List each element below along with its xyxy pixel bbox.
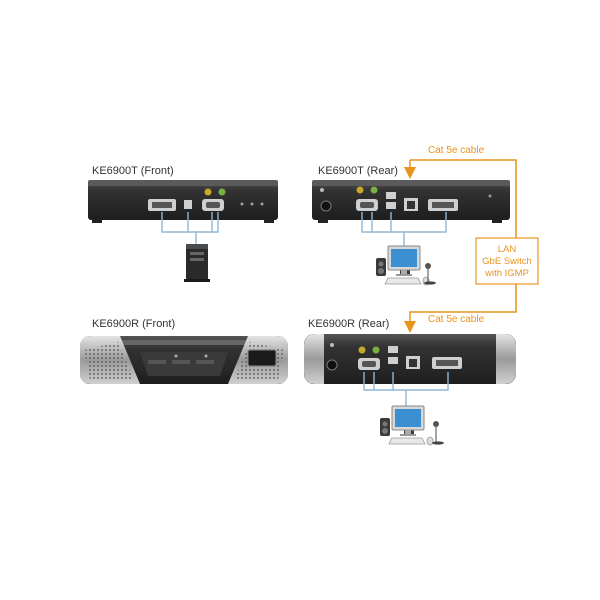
microphone-icon [424,263,436,285]
keyboard-icon [384,277,422,285]
label-ke6900r-rear: KE6900R (Rear) [308,318,389,330]
cable-label-bottom: Cat 5e cable [428,314,485,325]
tx-peripherals [376,245,436,286]
mouse-icon [426,436,434,446]
monitor-icon [391,405,425,436]
label-ke6900t-rear: KE6900T (Rear) [318,165,398,177]
ke6900t-rear-wiring [361,212,447,246]
keyboard-icon [388,437,426,445]
ke6900r-front-unit [80,336,288,384]
switch-line-1: LAN [498,244,517,255]
microphone-icon [432,421,444,445]
rx-peripherals [380,405,444,446]
ke6900t-rear-unit [312,180,510,223]
cable-label-top: Cat 5e cable [428,145,485,156]
ke6900t-front-wiring [161,212,219,244]
ke6900r-rear-wiring [363,372,449,406]
network-cable [404,159,517,333]
label-ke6900r-front: KE6900R (Front) [92,318,175,330]
switch-line-3: with IGMP [484,268,529,279]
switch-line-2: GbE Switch [482,256,532,267]
ke6900t-front-unit [88,180,278,223]
lan-switch: LAN GbE Switch with IGMP [475,237,539,285]
monitor-icon [387,245,421,276]
pc-tower-icon [184,244,210,282]
ke6900r-rear-unit [304,334,516,384]
label-ke6900t-front: KE6900T (Front) [92,165,174,177]
